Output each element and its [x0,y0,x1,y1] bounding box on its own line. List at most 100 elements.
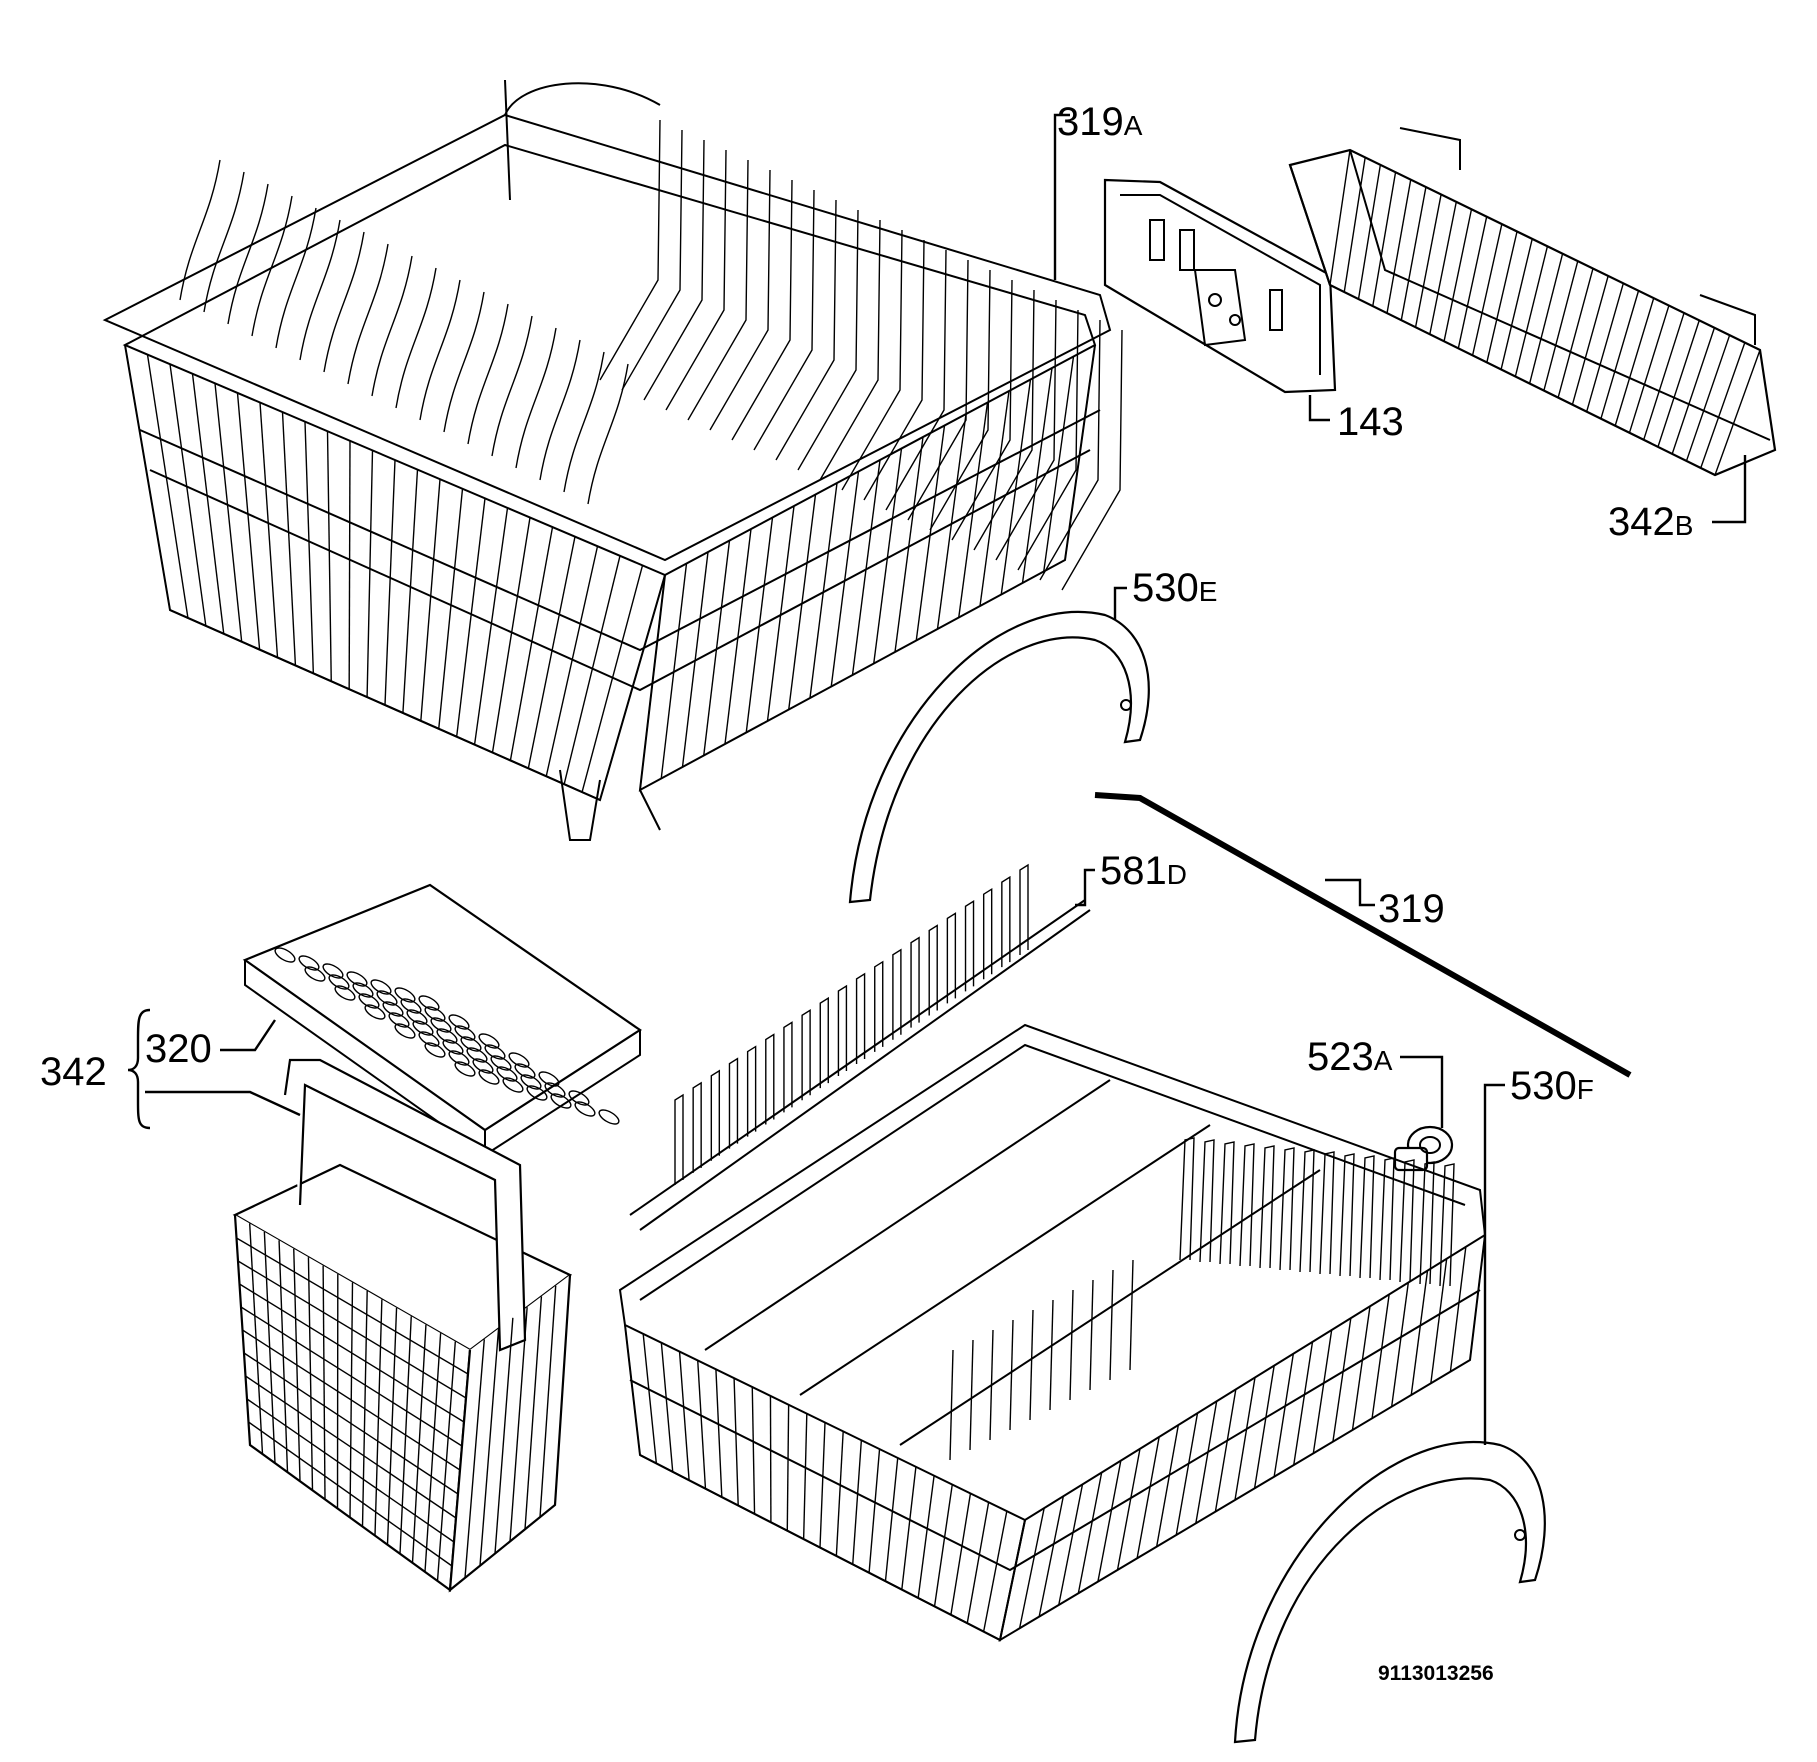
wire-line [1371,1294,1390,1419]
wire-line [581,565,644,793]
wire-path [347,243,389,385]
lid-slot [418,995,440,1011]
wire-line [1628,305,1670,433]
wire-path [515,327,557,469]
wire-path [1279,1147,1295,1271]
wire-path [621,129,683,391]
wire-line [243,1352,459,1495]
wire-path [731,179,793,441]
wire-line [884,1457,899,1582]
wire-path [443,291,485,433]
rail-530e-drawing [848,610,1150,904]
leader-lines [127,113,1747,1445]
leader-581d [1075,868,1095,907]
cutlery-lid-drawing [242,883,642,1157]
wire-path [1319,1151,1335,1275]
wire-line [1000,379,1032,595]
wire-line [1643,312,1685,441]
wire-path [753,189,815,451]
wire-path [949,1349,954,1461]
wire-path [907,259,969,521]
wire-line [1064,344,1096,561]
wire-line [1500,238,1533,370]
wire-line [1400,186,1427,321]
wire-line [1700,342,1746,469]
wire-line [1351,1306,1371,1431]
wire-line [1685,334,1731,462]
wire-line [402,469,419,713]
wire-path [1069,1289,1074,1401]
leader-530e [1113,586,1127,620]
wire-path [539,339,581,481]
runner-strip-drawing [1094,792,1632,1078]
wire-line [438,488,464,729]
wire-line [245,1375,457,1519]
wire-path [599,119,661,381]
wire-line [1614,297,1655,426]
upper-basket-drawing [102,79,1123,841]
wire-path [491,315,533,457]
wire-path [179,159,221,301]
wire-line [1390,1282,1410,1407]
wire-line [950,1493,972,1615]
wire-path [710,1069,721,1161]
wire-line [681,551,709,768]
wire-line [1471,223,1503,356]
wire-line [745,517,774,733]
wire-line [966,1502,990,1624]
wire-path [1039,319,1101,581]
wire-line [1410,1270,1429,1396]
wire-path [227,183,269,325]
lid-slot [568,1090,590,1106]
wire-path [275,207,317,349]
wire-path [929,269,991,531]
wire-path [973,289,1035,551]
wire-line [851,459,881,676]
wire-line [819,1422,826,1548]
wire-line [766,505,795,722]
wire-path [1019,863,1029,955]
lid-slot [274,947,296,963]
document-number: 9113013256 [1378,1662,1494,1685]
wire-line [124,344,171,611]
wire-line [1443,209,1473,342]
wire-line [624,1324,641,1456]
wire-path [801,1008,811,1101]
wire-line [1329,149,1351,286]
wire-path [419,279,461,421]
wire-line [281,412,297,666]
lid-slot [598,1109,620,1125]
wire-line [1116,1448,1141,1571]
wire-path [775,199,837,461]
wire-path [395,267,437,409]
cutlery-basket-drawing [232,1058,573,1593]
wire-line [901,1466,917,1590]
wire-line [982,1511,1008,1632]
wire-line [660,1342,674,1472]
wire-path [687,159,749,421]
wire-path [969,1339,974,1451]
wire-path [797,209,859,471]
wire-line [1253,1365,1275,1489]
wire-path [1219,1141,1235,1265]
wire-line [660,563,688,779]
wire-line [1386,179,1412,314]
rail-bracket-drawing [1103,178,1337,394]
wire-line [1429,201,1457,335]
wire-path [1239,1143,1255,1267]
wire-line [326,431,332,682]
wire-line [809,482,838,699]
wire-path [885,249,947,511]
wire-line [1449,1246,1467,1372]
wire-line [527,536,576,769]
wire-line [246,1398,455,1543]
wire-line [1357,164,1382,300]
wire-line [1097,1460,1122,1582]
wire-path [1299,1149,1315,1273]
wire-path [1419,1161,1435,1285]
plate-rack-insert-drawing [629,863,1091,1231]
lid-slot [322,963,344,979]
wire-line [1571,275,1609,405]
leader-530f [1483,1083,1505,1445]
